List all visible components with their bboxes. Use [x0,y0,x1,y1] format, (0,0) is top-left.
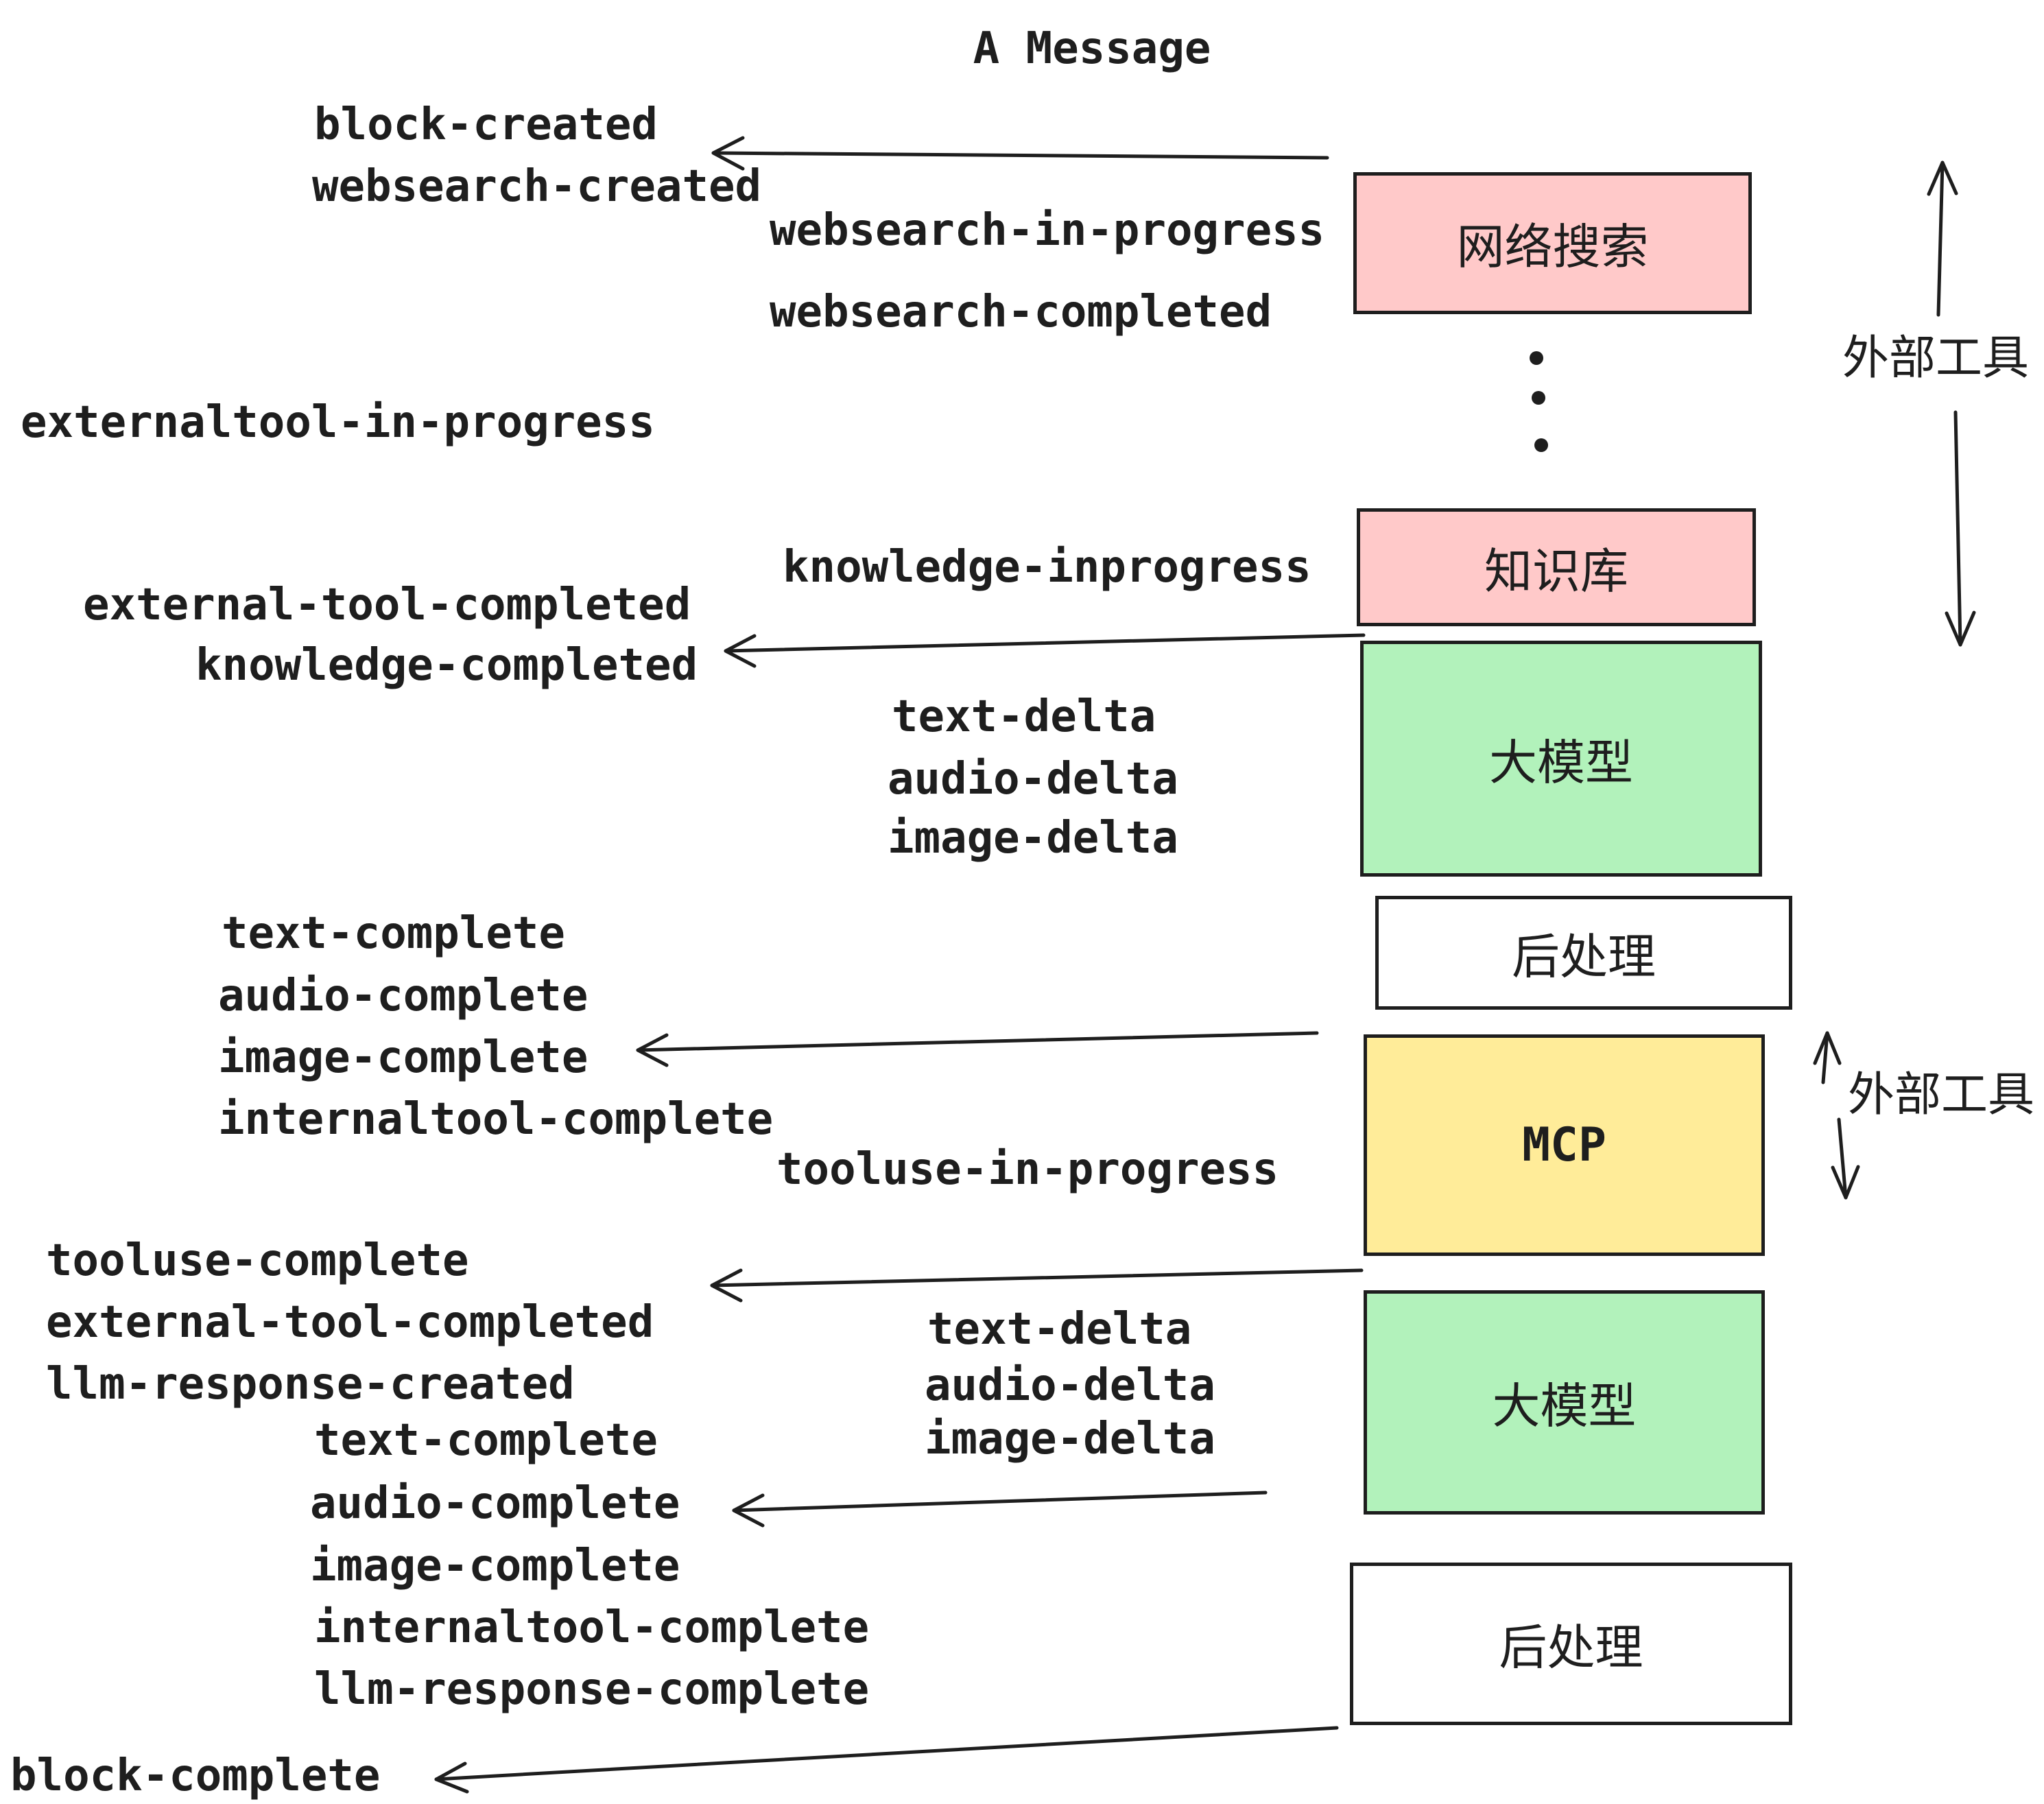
box-websearch-label: 网络搜索 [1456,219,1649,275]
event-label-text-complete-1: text-complete [222,908,565,959]
event-label-tooluse-in-progress: tooluse-in-progress [776,1144,1279,1195]
box-llm-top: 大模型 [1360,641,1762,877]
event-label-internaltool-complete-1: internaltool-complete [218,1094,774,1145]
event-label-externaltool-in-progress: externaltool-in-progress [21,397,655,448]
event-label-audio-delta-1: audio-delta [888,754,1178,805]
box-postprocess-bottom: 后处理 [1350,1563,1792,1725]
event-label-llm-response-created: llm-response-created [46,1359,575,1410]
event-label-block-created: block-created [314,99,658,150]
event-label-internaltool-complete-2: internaltool-complete [314,1602,870,1653]
ellipsis-dots-icon [1530,351,1548,452]
diagram-title: A Message [973,23,1211,74]
box-knowledge-label: 知识库 [1484,543,1628,600]
external-tool-label-mcp: 外部工具 [1847,1068,2034,1122]
event-label-audio-complete-1: audio-complete [218,971,589,1021]
event-label-text-complete-2: text-complete [314,1415,658,1466]
box-mcp-label: MCP [1522,1118,1606,1172]
box-mcp: MCP [1364,1034,1765,1256]
event-label-audio-delta-2: audio-delta [925,1360,1215,1411]
box-postprocess-top-label: 后处理 [1512,928,1656,985]
arrow-to-audio-complete [732,1491,1268,1528]
event-label-websearch-created: websearch-created [312,161,762,212]
event-label-websearch-completed: websearch-completed [770,287,1272,337]
event-label-image-delta-2: image-delta [925,1414,1215,1464]
box-postprocess-top: 后处理 [1375,896,1792,1010]
event-label-websearch-in-progress: websearch-in-progress [770,205,1325,256]
event-label-external-tool-completed-2: external-tool-completed [46,1297,654,1348]
event-label-image-complete-2: image-complete [310,1541,680,1591]
box-knowledge: 知识库 [1357,508,1756,626]
external-tool-label-top: 外部工具 [1842,331,2029,385]
event-label-knowledge-completed: knowledge-completed [195,640,698,691]
event-label-image-delta-1: image-delta [888,813,1178,864]
external-tool-up-arrow-mcp [1813,1031,1842,1084]
event-label-block-complete: block-complete [10,1750,381,1801]
box-llm-bottom-label: 大模型 [1492,1378,1637,1434]
event-label-knowledge-inprogress: knowledge-inprogress [783,542,1311,593]
arrow-to-knowledge-completed [724,633,1366,668]
arrow-to-websearch-created [711,136,1329,171]
box-postprocess-bottom-label: 后处理 [1499,1619,1643,1676]
external-tool-up-arrow-top [1927,161,1958,317]
arrow-to-tooluse-complete [710,1268,1364,1303]
event-label-text-delta-1: text-delta [892,691,1156,742]
event-label-external-tool-completed-1: external-tool-completed [83,580,691,630]
event-label-image-complete-1: image-complete [218,1032,589,1083]
external-tool-down-arrow-mcp [1831,1117,1860,1200]
arrow-to-block-complete [434,1726,1339,1794]
event-label-audio-complete-2: audio-complete [310,1478,680,1529]
box-llm-top-label: 大模型 [1489,734,1633,791]
box-websearch: 网络搜索 [1353,172,1752,314]
box-llm-bottom: 大模型 [1364,1290,1765,1515]
event-label-llm-response-complete: llm-response-complete [314,1664,870,1715]
event-label-tooluse-complete: tooluse-complete [46,1235,469,1286]
arrow-to-image-complete [636,1031,1319,1067]
event-label-text-delta-2: text-delta [927,1304,1192,1355]
external-tool-down-arrow-top [1945,410,1976,647]
